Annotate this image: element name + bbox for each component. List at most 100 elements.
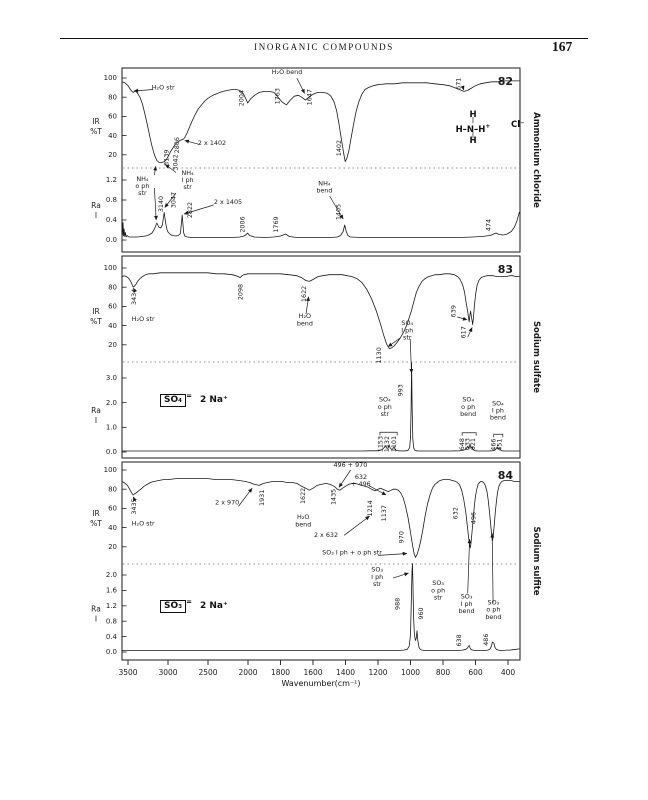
y-tick-label: 20 [108,543,117,551]
band-assignment-label: I ph [182,176,194,184]
peak-wavenumber-label: 1622 [299,488,307,504]
peak-wavenumber-label: 1405 [335,204,343,220]
peak-wavenumber-label: 474 [484,219,492,231]
peak-wavenumber-label: 1132 [383,436,391,452]
structure-top-atom: H [469,110,477,120]
ir-axis-label: IR [92,307,99,316]
band-assignment-label: H₂O str [132,315,155,323]
y-tick-label: 0.0 [106,236,117,244]
peak-wavenumber-label: 1622 [300,286,308,302]
peak-wavenumber-label: 3435 [130,498,138,514]
peak-wavenumber-label: 617 [460,326,468,338]
group-bracket [461,432,477,436]
bond-line: | [471,131,475,139]
band-assignment-label: str [373,580,382,588]
annotation-arrow [133,88,154,93]
cation-label: 2 Na⁺ [199,601,228,611]
annotation-arrow [490,533,495,603]
spectrum-number: 84 [498,469,514,482]
spectrum-number: 82 [498,75,513,88]
group-bracket [379,431,398,436]
y-tick-label: 60 [108,113,117,121]
band-assignment-label: SO₃ I ph + o ph str [322,548,382,556]
annotation-arrow [183,204,214,215]
peak-wavenumber-label: 2004 [238,90,246,106]
peak-wavenumber-label: 988 [393,598,401,610]
peak-wavenumber-label: 1931 [258,490,266,506]
raman-axis-label: I [95,615,97,624]
counter-ion: Cl⁻ [511,120,525,130]
peak-wavenumber-label: 648 [458,438,466,450]
raman-axis-label: I [95,211,97,220]
ir-spectrum-curve [121,272,520,350]
y-tick-label: 0.8 [106,617,117,625]
x-tick-label: 400 [501,668,516,677]
y-tick-label: 1.6 [106,587,118,595]
structure-mid-atoms: H–N–H [455,124,486,135]
annotation-arrow [460,85,465,91]
annotation-arrow [184,139,199,145]
x-tick-label: 600 [468,668,483,677]
peak-wavenumber-label: 1153 [376,436,384,452]
ir-axis-label: %T [90,127,102,136]
y-tick-label: 1.0 [106,424,117,432]
band-assignment-label: 496 + 970 [333,461,367,469]
peak-wavenumber-label: 3434 [130,289,138,305]
peak-wavenumber-label: 3047 [170,192,178,208]
band-assignment-label: 2 x 632 [314,531,338,539]
ir-axis-label: %T [90,317,102,326]
chemical-formula-sodium-sulfite: SO₃=2 Na⁺ [160,598,228,613]
peak-wavenumber-label: 632 [451,507,459,519]
band-assignment-label: SO₃ [371,566,383,574]
chemical-formula-sodium-sulfate: SO₄=2 Na⁺ [160,392,228,407]
peak-wavenumber-label: 639 [449,305,457,317]
peak-wavenumber-label: 3140 [157,196,165,212]
band-assignment-label: bend [295,520,311,528]
peak-wavenumber-label: 1130 [375,347,383,363]
band-assignment-label: SO₄ [401,319,413,327]
raman-axis-label: I [95,416,97,425]
band-assignment-label: bend [490,414,506,422]
y-tick-label: 60 [108,505,117,513]
raman-spectrum-curve [122,362,520,452]
anion-box: SO₄ [160,394,187,407]
ir-spectrum-curve [121,80,520,163]
band-assignment-label: H₂O bend [272,68,303,76]
annotation-arrow [467,327,473,338]
band-assignment-label: str [434,594,443,602]
peak-wavenumber-label: 2006 [238,216,246,232]
peak-wavenumber-label: 960 [417,607,425,619]
annotation-arrow [409,338,414,374]
band-assignment-label: SO₄ [492,399,504,407]
cation-label: 2 Na⁺ [199,395,228,405]
annotation-arrow [164,192,177,208]
band-assignment-label: o ph [378,403,392,411]
panel-border [121,255,521,459]
annotation-arrow [153,166,158,176]
band-assignment-label: SO₄ [462,396,474,404]
band-assignment-label: H₂O [297,513,309,521]
band-assignment-label: SO₃ [488,598,500,606]
band-assignment-label: 2 x 1405 [214,198,242,206]
band-assignment-label: SO₄ [379,396,391,404]
spectra-panel-84: 100806040202.01.61.20.80.40.0IR%TRaI3435… [90,461,541,661]
peak-wavenumber-label: 633 [463,438,471,450]
annotation-arrow [378,551,408,556]
band-assignment-label: 2 x 1402 [198,139,226,147]
x-tick-label: 1200 [368,668,387,677]
peak-wavenumber-label: 496 [470,512,478,524]
band-assignment-label: + 496 [351,480,371,488]
peak-wavenumber-label: 1435 [329,489,337,505]
annotation-arrow [296,77,305,94]
annotation-arrow [338,469,351,488]
peak-wavenumber-label: 970 [398,531,406,543]
x-tick-label: 1800 [271,668,290,677]
annotation-arrow [457,316,468,321]
annotation-arrow [467,538,472,594]
x-tick-label: 1600 [303,668,322,677]
y-tick-label: 100 [104,264,117,272]
ir-axis-label: IR [92,117,99,126]
